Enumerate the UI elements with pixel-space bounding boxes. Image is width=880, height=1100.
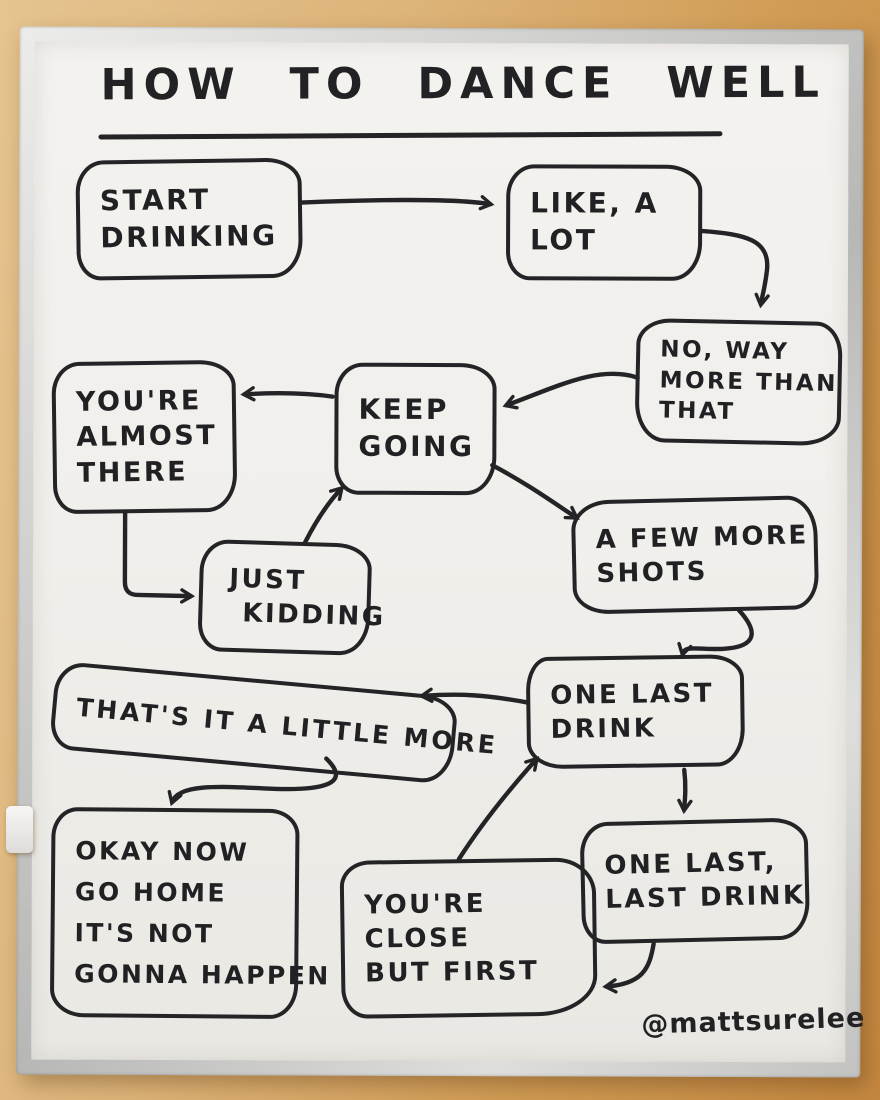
node-one-last-drink: ONE LAST DRINK <box>525 654 746 770</box>
node-keep-going: KEEP GOING <box>334 362 497 496</box>
edge-almost-to-just <box>122 509 196 604</box>
board-clip <box>6 806 33 853</box>
edge-onelast-to-lastlast <box>677 767 693 815</box>
node-youre-close-but-first: YOU'RE CLOSE BUT FIRST <box>339 857 598 1019</box>
node-a-few-more-shots: A FEW MORE SHOTS <box>570 495 820 615</box>
edge-like-to-noway <box>698 228 770 309</box>
artist-signature: @mattsurelee <box>640 1002 866 1041</box>
page-title: HOW TO DANCE WELL <box>100 57 826 111</box>
node-label-line: ONE LAST, <box>604 846 778 881</box>
node-label-line: NO, WAY <box>659 336 790 366</box>
node-label-line: BUT FIRST <box>364 956 540 989</box>
whiteboard-surface: HOW TO DANCE WELL <box>31 41 866 1063</box>
edge-start-to-like <box>299 195 495 211</box>
node-label-line: LAST DRINK <box>604 880 806 915</box>
node-label-line: KIDDING <box>241 598 387 633</box>
node-label-line: THAT'S IT A LITTLE MORE <box>75 692 500 760</box>
edge-shots-to-onelast <box>677 607 754 659</box>
edge-keep-to-almost <box>240 386 335 402</box>
node-label-line: THAT <box>658 397 736 426</box>
edge-lastlast-to-close <box>602 941 656 994</box>
edge-close-to-onelast <box>456 756 540 862</box>
node-label-line: GO HOME <box>74 876 228 908</box>
node-youre-almost-there: YOU'RE ALMOST THERE <box>51 359 238 515</box>
node-thats-it-a-little-more: THAT'S IT A LITTLE MORE <box>48 660 500 785</box>
node-label-line: JUST <box>228 563 308 596</box>
node-label-line: KEEP <box>358 392 450 427</box>
node-start-drinking: START DRINKING <box>75 157 303 281</box>
node-label-line: GOING <box>358 429 475 464</box>
node-label-line: THERE <box>76 456 189 489</box>
node-no-way-more: NO, WAY MORE THAN THAT <box>634 317 843 447</box>
node-just-kidding: JUST KIDDING <box>197 538 387 656</box>
node-label-line: DRINK <box>550 713 657 745</box>
node-label-line: LOT <box>530 223 598 257</box>
node-label-line: ONE LAST <box>550 678 715 711</box>
node-label-line: IT'S NOT <box>74 918 215 949</box>
node-label-line: DRINKING <box>100 218 278 255</box>
node-label-line: A FEW MORE <box>595 519 810 555</box>
node-label-line: OKAY NOW <box>75 835 250 867</box>
node-label-line: LIKE, A <box>530 186 659 220</box>
node-label-line: SHOTS <box>596 556 709 590</box>
node-like-a-lot: LIKE, A LOT <box>505 164 703 281</box>
node-label-line: YOU'RE <box>363 888 487 921</box>
node-label-line: ALMOST <box>76 420 218 454</box>
edge-keep-to-shots <box>490 462 580 520</box>
title-underline <box>98 131 723 140</box>
node-okay-now-go-home: OKAY NOW GO HOME IT'S NOT GONNA HAPPEN <box>49 806 331 1020</box>
node-label-line: START <box>99 182 211 218</box>
node-label-line: GONNA HAPPEN <box>74 959 331 991</box>
node-one-last-last-drink: ONE LAST, LAST DRINK <box>579 817 811 945</box>
edge-noway-to-keep <box>502 371 640 410</box>
node-label-line: MORE THAN <box>659 367 839 397</box>
node-label-line: YOU'RE <box>75 384 203 418</box>
edge-just-to-keep <box>302 485 345 545</box>
whiteboard-frame: HOW TO DANCE WELL <box>16 26 866 1078</box>
node-label-line: CLOSE <box>364 922 471 955</box>
